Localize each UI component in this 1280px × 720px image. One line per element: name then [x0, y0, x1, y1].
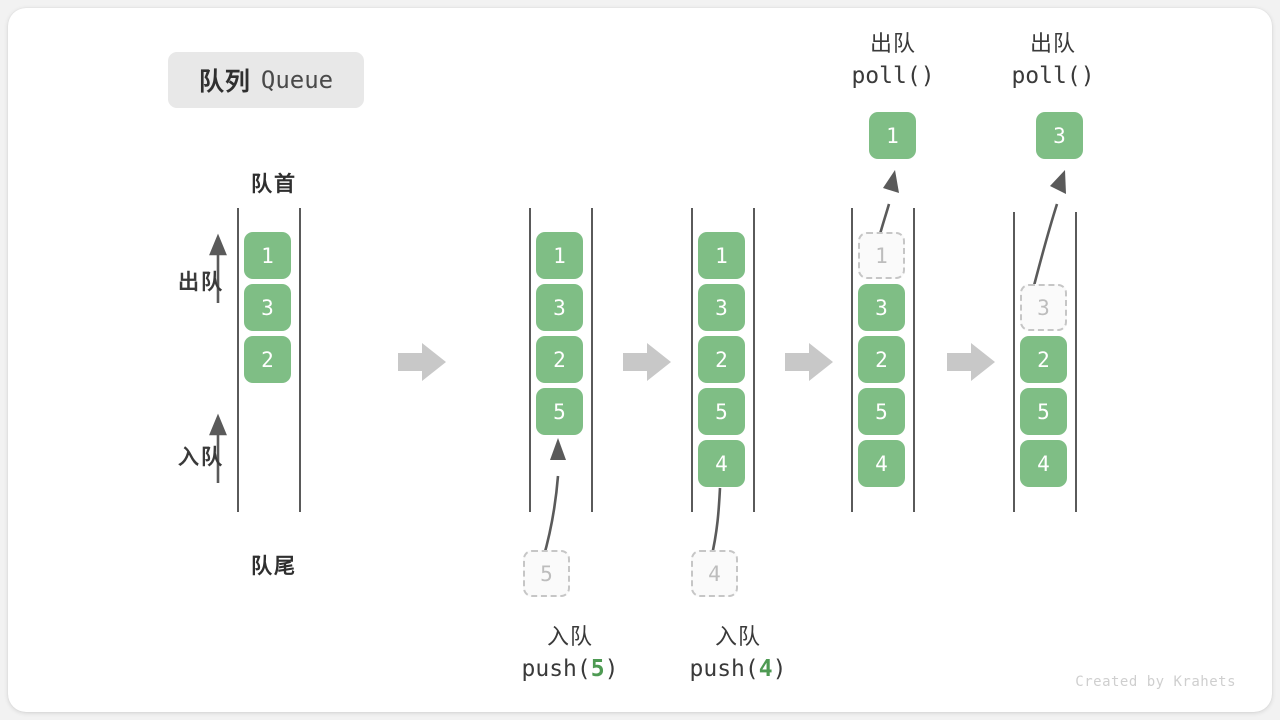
- connector-arrows-layer: [209, 170, 1066, 560]
- title-english: Queue: [260, 66, 334, 94]
- queue-cell: 2: [1020, 336, 1067, 383]
- queue-cell: 2: [858, 336, 905, 383]
- queue-cell: 1: [858, 232, 905, 279]
- push-5-caption: 入队 push(5): [480, 623, 660, 684]
- step-arrow-1: [398, 343, 446, 381]
- outgoing-cell: 1: [869, 112, 916, 159]
- queue-cell: 2: [536, 336, 583, 383]
- queue-cell: 1: [698, 232, 745, 279]
- outgoing-cell: 3: [1036, 112, 1083, 159]
- rail-left: [691, 208, 693, 512]
- push-4-caption: 入队 push(4): [648, 623, 828, 684]
- rail-right: [1075, 212, 1077, 512]
- queue-cell: 3: [244, 284, 291, 331]
- rail-left: [851, 208, 853, 512]
- title-badge: 队列 Queue: [168, 52, 364, 108]
- queue-cell: 5: [858, 388, 905, 435]
- queue-head-label: 队首: [251, 173, 297, 196]
- queue-cell: 5: [536, 388, 583, 435]
- poll-2-caption: 出队 poll(): [963, 30, 1143, 91]
- queue-cell: 1: [536, 232, 583, 279]
- push-4-arrow: [709, 487, 722, 560]
- poll-2-arrowhead: [1050, 170, 1066, 194]
- rail-right: [299, 208, 301, 512]
- incoming-ghost-cell: 4: [691, 550, 738, 597]
- queue-cell: 3: [1020, 284, 1067, 331]
- poll-2-caption-code: poll(): [1011, 62, 1095, 89]
- queue-tail-label: 队尾: [251, 555, 297, 578]
- poll-2-caption-cn: 出队: [1029, 31, 1076, 56]
- push-5-caption-cn: 入队: [546, 624, 593, 649]
- rail-left: [237, 208, 239, 512]
- step-arrow-2: [623, 343, 671, 381]
- step-arrow-4: [947, 343, 995, 381]
- rail-left: [1013, 212, 1015, 512]
- push-5-caption-code: push(5): [521, 655, 619, 682]
- rail-right: [753, 208, 755, 512]
- queue-cell: 5: [698, 388, 745, 435]
- queue-cell: 4: [698, 440, 745, 487]
- poll-1-arrowhead: [883, 170, 899, 193]
- queue-cell: 4: [858, 440, 905, 487]
- rail-right: [913, 208, 915, 512]
- queue-cell: 2: [698, 336, 745, 383]
- poll-1-caption: 出队 poll(): [803, 30, 983, 91]
- push-4-caption-code: push(4): [689, 655, 787, 682]
- watermark-credit: Created by Krahets: [1075, 674, 1236, 690]
- push-4-caption-cn: 入队: [714, 624, 761, 649]
- queue-cell: 3: [698, 284, 745, 331]
- queue-cell: 2: [244, 336, 291, 383]
- queue-cell: 5: [1020, 388, 1067, 435]
- diagram-card: 队列 Queue 队首 队尾 出队 入队 1 3 2 1 3 2 5 5 入队: [8, 8, 1272, 712]
- queue-cell: 3: [858, 284, 905, 331]
- push-5-arrowhead: [550, 438, 566, 460]
- rail-left: [529, 208, 531, 512]
- step-arrow-3: [785, 343, 833, 381]
- title-chinese: 队列: [198, 68, 251, 96]
- enqueue-side-label: 入队: [178, 446, 224, 469]
- queue-cell: 4: [1020, 440, 1067, 487]
- poll-1-caption-code: poll(): [851, 62, 935, 89]
- queue-cell: 3: [536, 284, 583, 331]
- poll-1-caption-cn: 出队: [869, 31, 916, 56]
- rail-right: [591, 208, 593, 512]
- push-5-arrow: [541, 475, 560, 560]
- incoming-ghost-cell: 5: [523, 550, 570, 597]
- queue-cell: 1: [244, 232, 291, 279]
- dequeue-side-label: 出队: [178, 271, 224, 294]
